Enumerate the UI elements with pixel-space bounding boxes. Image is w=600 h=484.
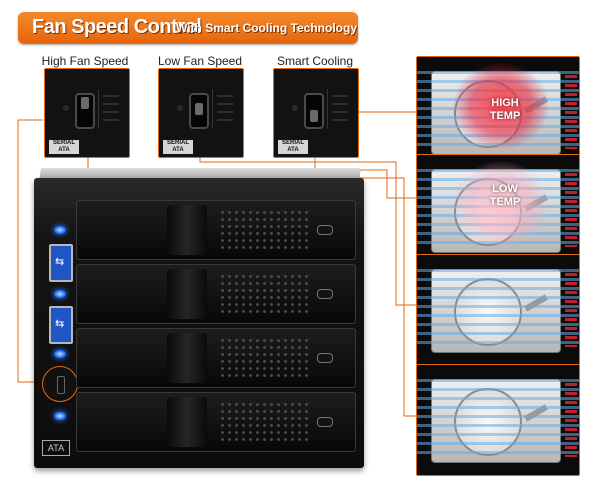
switch-label-low: Low Fan Speed [157,54,243,68]
drive-enclosure: ⇆ ⇆ ATA [34,178,364,468]
activity-led [54,350,66,358]
switch-toggle [57,376,65,394]
usb-port[interactable]: ⇆ [49,306,73,344]
switch-markings [212,89,235,129]
temp-label-line1: LOW [492,183,518,195]
switch-led [63,105,69,111]
temp-label-line2: TEMP [489,110,521,122]
header-subtitle: With Smart Cooling Technology [176,21,357,35]
temp-panel-high: HIGH TEMP [416,56,580,168]
airflow-arrows [565,173,577,247]
toggle-knob [195,103,203,115]
airflow-lines [417,379,579,459]
activity-led [54,412,66,420]
usb-port[interactable]: ⇆ [49,244,73,282]
toggle-slot [304,93,324,129]
usb-icon: ⇆ [55,256,65,268]
activity-led [54,290,66,298]
tray-handle[interactable] [167,205,207,255]
tray-latch[interactable] [317,353,333,363]
switch-low-fan-speed[interactable]: SERIAL ATA [158,68,244,158]
toggle-knob [310,110,318,122]
tray-handle[interactable] [167,397,207,447]
airflow-lines [417,269,579,349]
heat-glow [453,161,549,247]
activity-led [54,226,66,234]
temp-panel-cool [416,254,580,366]
switch-markings [327,89,350,129]
switch-smart-cooling[interactable]: SERIAL ATA [273,68,359,158]
switch-markings [98,89,121,129]
temp-panel-low: LOW TEMP [416,154,580,266]
temp-panel-cool [416,364,580,476]
temp-label-line2: TEMP [489,196,521,208]
switch-led [177,105,183,111]
tray-handle[interactable] [167,269,207,319]
vent-grille [219,337,309,377]
ata-badge: ATA [42,440,70,456]
vent-grille [219,209,309,249]
airflow-arrows [565,75,577,149]
tray-latch[interactable] [317,417,333,427]
tray-latch[interactable] [317,225,333,235]
toggle-knob [81,97,89,109]
airflow-arrows [565,383,577,457]
heat-glow [453,63,549,149]
tray-latch[interactable] [317,289,333,299]
toggle-slot [75,93,95,129]
drive-tray[interactable] [76,328,356,388]
vent-grille [219,401,309,441]
header-banner: Fan Speed Control With Smart Cooling Tec… [18,12,358,44]
serial-ata-badge: SERIAL ATA [49,140,79,154]
temp-label-line1: HIGH [491,97,519,109]
temp-label: HIGH TEMP [475,97,535,123]
drive-tray[interactable] [76,200,356,260]
serial-ata-badge: SERIAL ATA [163,140,193,154]
airflow-arrows [565,273,577,347]
temp-label: LOW TEMP [475,183,535,209]
switch-led [292,105,298,111]
switch-high-fan-speed[interactable]: SERIAL ATA [44,68,130,158]
drive-tray[interactable] [76,392,356,452]
toggle-slot [189,93,209,129]
switch-label-high: High Fan Speed [41,54,129,68]
tray-handle[interactable] [167,333,207,383]
drive-tray[interactable] [76,264,356,324]
serial-ata-badge: SERIAL ATA [278,140,308,154]
vent-grille [219,273,309,313]
header-title: Fan Speed Control [32,16,202,38]
fan-mode-switch[interactable] [42,366,78,402]
usb-icon: ⇆ [55,318,65,330]
switch-label-smart: Smart Cooling [276,54,354,68]
